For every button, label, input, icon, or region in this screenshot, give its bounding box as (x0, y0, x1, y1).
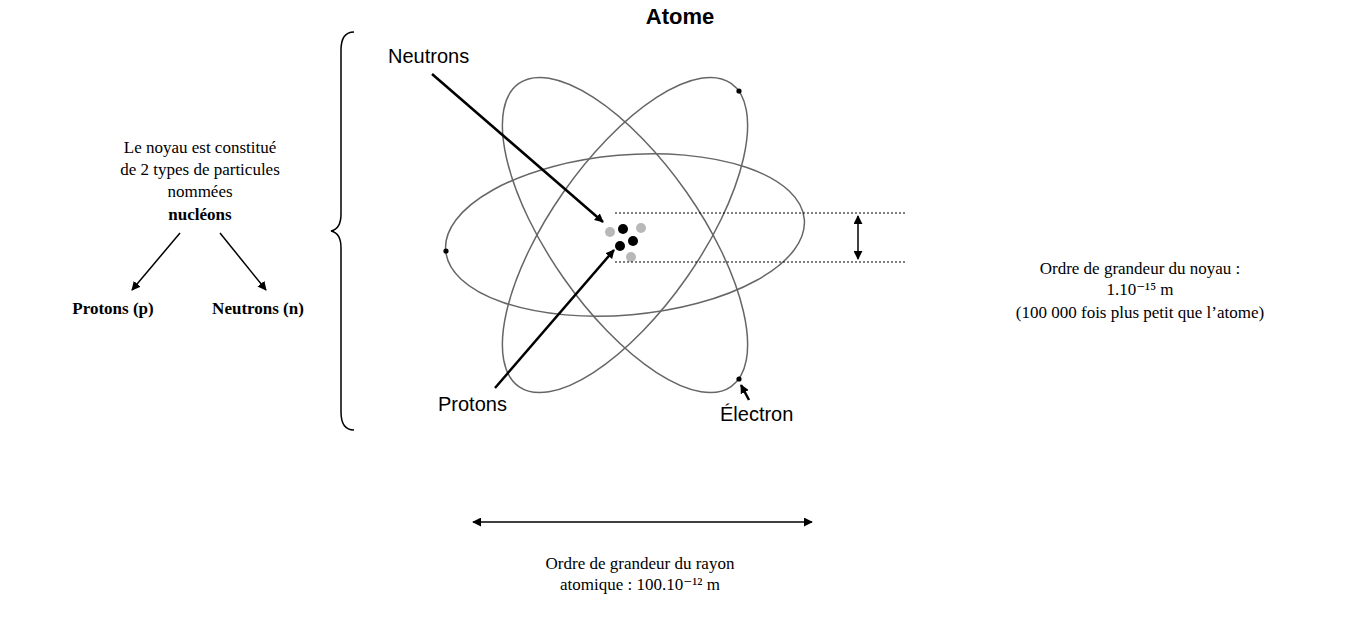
part-label: Protons (438, 392, 507, 416)
part-label: Électron (720, 402, 793, 426)
dimension-note: Ordre de grandeur du noyau : 1.10⁻¹⁵ m (1020, 258, 1260, 300)
orbit-ellipse (457, 40, 792, 429)
proton-dot (615, 241, 625, 251)
proton-dot (628, 236, 638, 246)
pointer-arrow (495, 250, 614, 388)
particle-name: Neutrons (n) (212, 298, 304, 320)
orbit-ellipse (439, 140, 812, 331)
neutron-dot (626, 252, 636, 262)
electron-dot (736, 376, 741, 381)
pointer-arrow (432, 74, 603, 222)
diagram-title: Atome (646, 4, 714, 30)
electron-dot (736, 88, 741, 93)
particle-name: Protons (p) (72, 298, 153, 320)
neutron-dot (636, 223, 646, 233)
proton-dot (618, 224, 628, 234)
pointer-arrow (220, 233, 266, 290)
part-label: Neutrons (388, 44, 469, 68)
neutron-dot (605, 227, 615, 237)
note-text: Le noyau est constitué de 2 types de par… (118, 137, 283, 203)
dimension-arrow (857, 216, 859, 259)
dimension-note: (100 000 fois plus petit que l’atome) (1016, 302, 1264, 323)
pointer-arrow (741, 385, 749, 400)
pointer-arrow (132, 233, 180, 290)
dimension-note: Ordre de grandeur du rayon atomique : 10… (525, 553, 755, 595)
dimension-arrow (473, 521, 812, 523)
curly-brace (331, 32, 354, 430)
term-text: nucléons (168, 204, 231, 226)
electron-dot (443, 248, 448, 253)
dotted-guide (615, 262, 905, 263)
dotted-guide (615, 213, 905, 214)
orbit-group (439, 40, 812, 429)
orbit-ellipse (457, 40, 792, 429)
